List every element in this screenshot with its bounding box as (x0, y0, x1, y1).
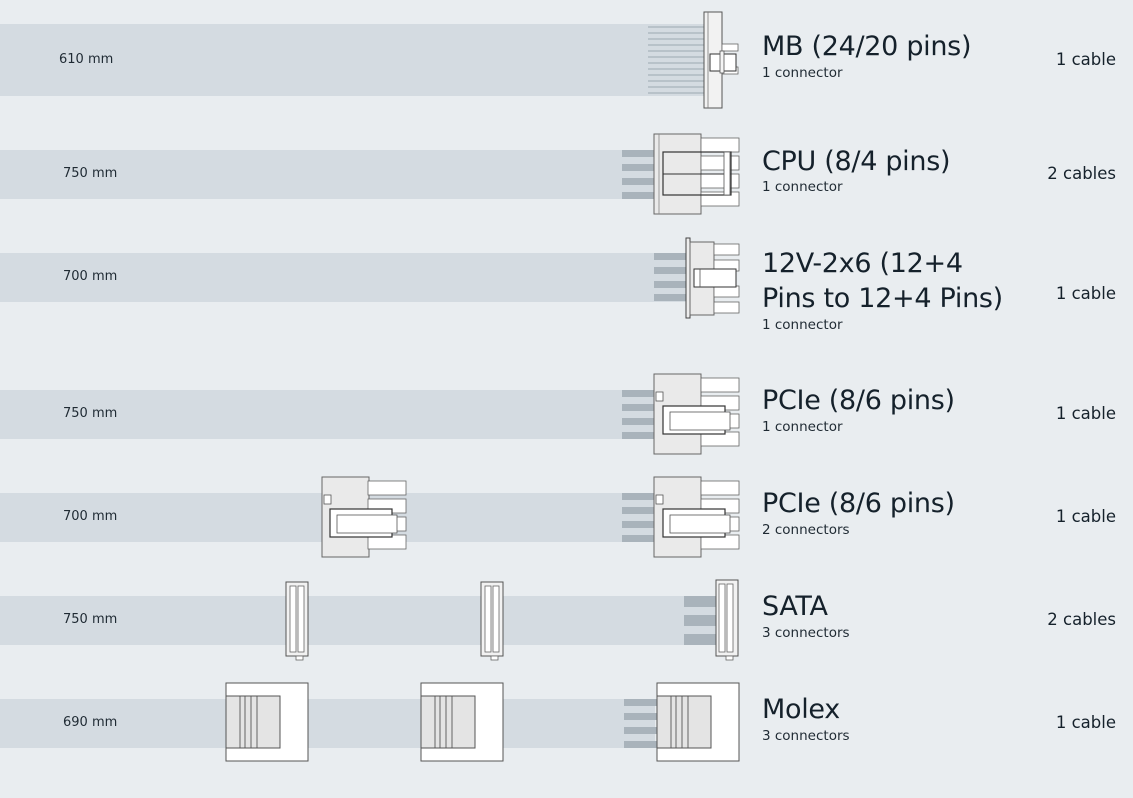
cable-band (0, 150, 655, 199)
connector-count: 1 connector (762, 65, 843, 81)
sata-connector-icon (285, 579, 739, 661)
pcie-8pin-connector-icon (321, 476, 740, 558)
connector-count: 1 connector (762, 317, 843, 333)
cable-length: 700 mm (63, 269, 118, 284)
cable-count: 1 cable (1055, 50, 1116, 69)
connector-count: 3 connectors (762, 625, 850, 641)
12v-2x6-connector-icon (654, 237, 740, 319)
cable-count: 2 cables (1047, 164, 1116, 183)
cable-row-pcie-1: 750 mm PCIe (8/6 pins) 1 connector 1 cab… (0, 370, 1133, 470)
cable-count: 2 cables (1047, 610, 1116, 629)
cable-length: 750 mm (63, 612, 118, 627)
cable-title: 12V-2x6 (12+4 Pins to 12+4 Pins) (762, 248, 1003, 314)
connector-count: 1 connector (762, 419, 843, 435)
cable-band (0, 596, 720, 645)
cable-length: 700 mm (63, 509, 118, 524)
cable-row-12v-2x6: 700 mm 12V-2x6 (12+4 Pins to 12+4 Pins) … (0, 230, 1133, 360)
cable-title: Molex (762, 694, 840, 725)
cable-row-sata: 750 mm SATA 3 connectors 2 cables (0, 576, 1133, 676)
cable-band (0, 24, 705, 96)
cable-title: MB (24/20 pins) (762, 31, 972, 62)
cable-title: PCIe (8/6 pins) (762, 385, 955, 416)
cable-length: 610 mm (59, 52, 114, 67)
cable-band (0, 699, 655, 748)
connector-count: 3 connectors (762, 728, 850, 744)
cable-title: CPU (8/4 pins) (762, 146, 951, 177)
cable-length: 690 mm (63, 715, 118, 730)
cable-row-mb: 610 mm MB (24/20 pins) 1 connector 1 cab… (0, 0, 1133, 120)
cable-count: 1 cable (1055, 713, 1116, 732)
cable-band (0, 390, 655, 439)
cable-row-pcie-2: 700 mm PCIe (8/6 pins) 2 connectors 1 ca… (0, 473, 1133, 573)
atx-24pin-connector-icon (648, 11, 739, 109)
connector-count: 2 connectors (762, 522, 850, 538)
cable-title: PCIe (8/6 pins) (762, 488, 955, 519)
cable-length: 750 mm (63, 166, 118, 181)
cable-count: 1 cable (1055, 404, 1116, 423)
pcie-8pin-connector-icon (622, 373, 740, 455)
connector-count: 1 connector (762, 179, 843, 195)
cable-band (0, 253, 690, 302)
cable-count: 1 cable (1055, 507, 1116, 526)
cable-count: 1 cable (1055, 284, 1116, 303)
eps-8pin-connector-icon (622, 133, 740, 215)
molex-connector-icon (225, 682, 740, 762)
cable-title: SATA (762, 591, 828, 622)
cable-length: 750 mm (63, 406, 118, 421)
cable-row-cpu: 750 mm CPU (8/4 pins) 1 connector 2 cabl… (0, 120, 1133, 230)
cable-row-molex: 690 mm Molex 3 connectors 1 cable (0, 679, 1133, 779)
